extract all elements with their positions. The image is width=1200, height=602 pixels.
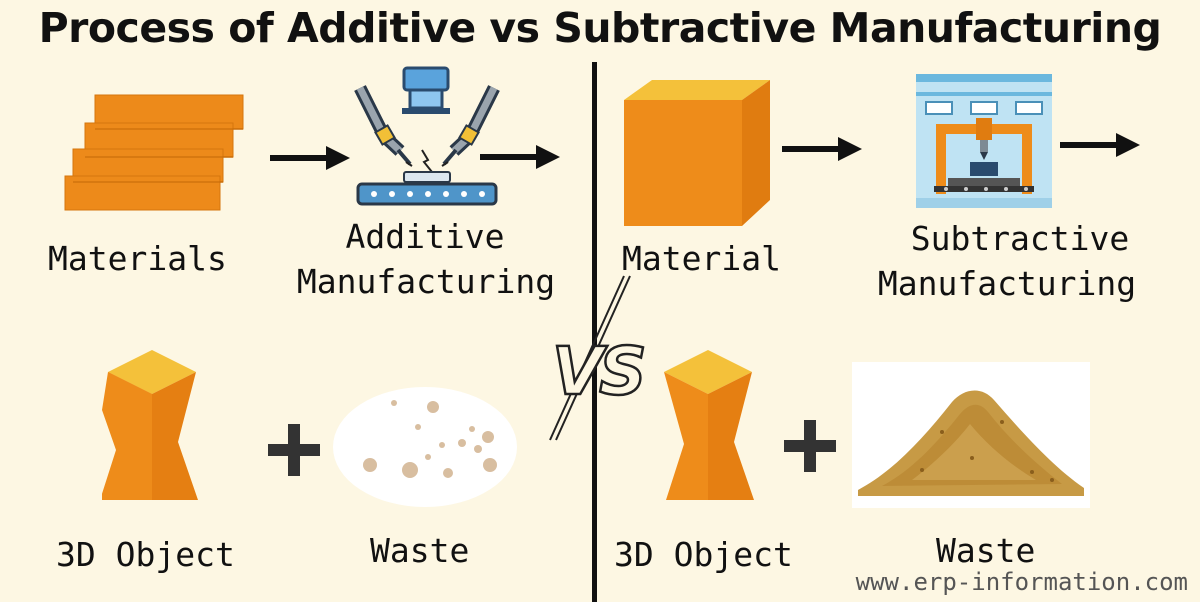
material-label: Material	[622, 239, 781, 278]
page-title: Process of Additive vs Subtractive Manuf…	[38, 4, 1162, 52]
arrow-right-icon	[270, 146, 350, 170]
vs-mark: VS	[549, 275, 648, 441]
subtractive-process-label-line2: Manufacturing	[877, 264, 1137, 303]
arrow-right-icon	[1060, 133, 1140, 157]
cnc-machine-icon	[916, 74, 1052, 208]
additive-robot-icon	[354, 66, 500, 206]
material-sheets-icon	[64, 94, 244, 211]
subtractive-object-label: 3D Object	[614, 535, 793, 574]
materials-label: Materials	[48, 239, 227, 278]
additive-process-label-line2: Manufacturing	[296, 262, 556, 301]
subtractive-waste-label: Waste	[936, 531, 1036, 570]
center-divider	[592, 62, 597, 602]
subtractive-process-label-line1: Subtractive	[910, 219, 1130, 258]
3d-object-icon	[102, 350, 198, 500]
arrow-right-icon	[480, 145, 560, 169]
additive-process-label-line1: Additive	[345, 217, 505, 256]
waste-particles-icon	[333, 387, 517, 507]
website-footer: www.erp-information.com	[849, 566, 1194, 598]
sawdust-pile-icon	[852, 362, 1090, 508]
additive-object-label: 3D Object	[56, 535, 235, 574]
vs-text: VS	[552, 333, 643, 410]
additive-waste-label: Waste	[370, 531, 470, 570]
plus-icon	[784, 420, 836, 472]
3d-object-icon	[664, 350, 754, 500]
material-cube-icon	[624, 80, 770, 226]
plus-icon	[268, 424, 320, 476]
arrow-right-icon	[782, 137, 862, 161]
